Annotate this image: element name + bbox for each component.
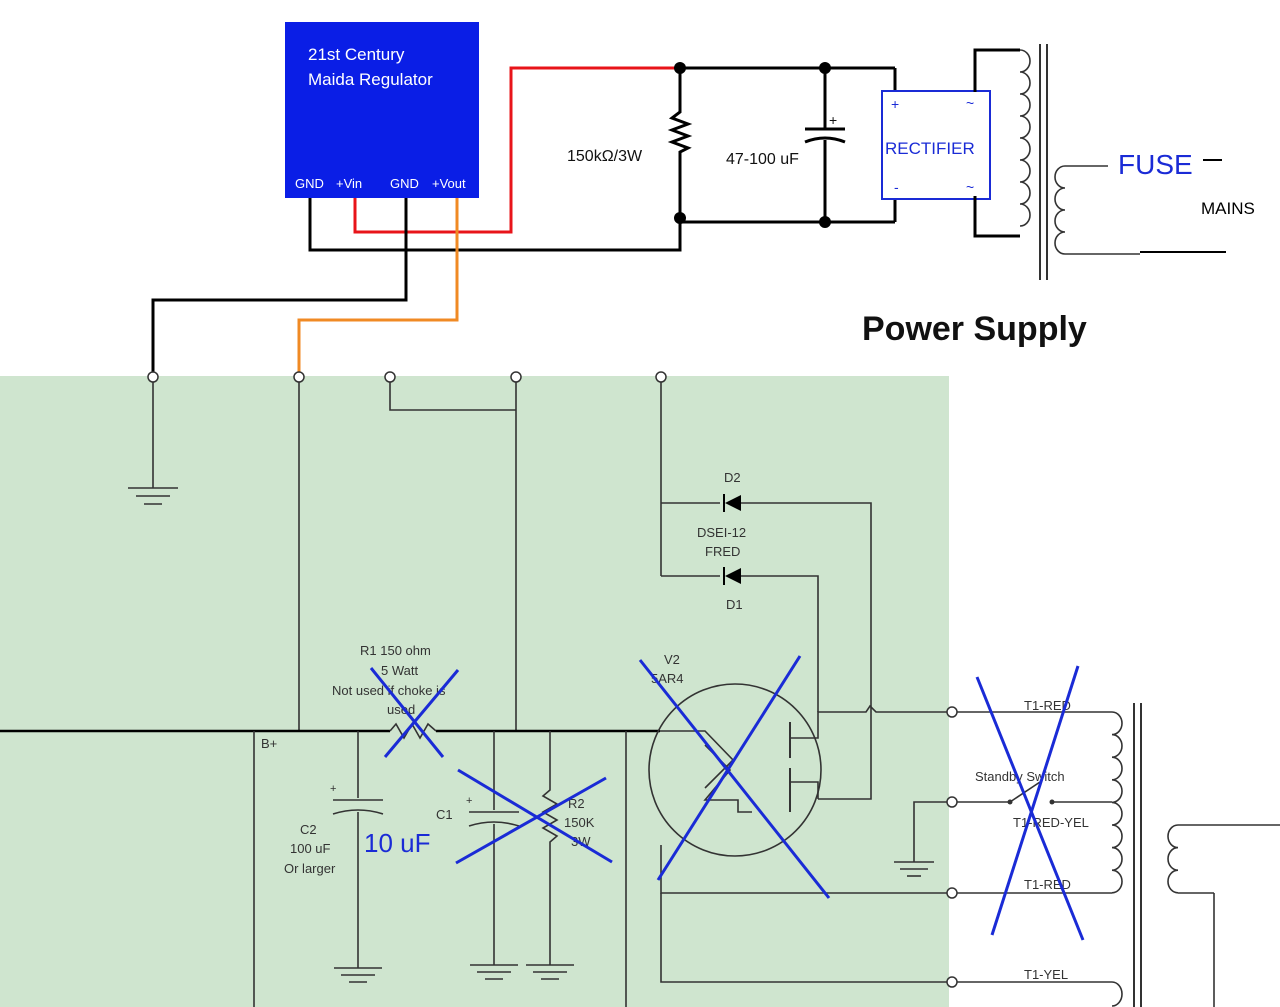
svg-text:+: +	[829, 112, 837, 128]
rectifier-plus: +	[891, 96, 899, 112]
regulator-pin-vout: +Vout	[432, 176, 466, 191]
shaded-circuit-area	[0, 376, 949, 1007]
diode-type-line1: DSEI-12	[697, 525, 746, 540]
d1-label: D1	[726, 597, 743, 612]
rectifier-minus: -	[894, 179, 899, 195]
regulator-title-line1: 21st Century	[308, 45, 405, 64]
c2-label-line1: C2	[300, 822, 317, 837]
power-transformer	[973, 44, 1226, 280]
t1-red-yel-label: T1-RED-YEL	[1013, 815, 1089, 830]
schematic-labels: B+ R1 150 ohm 5 Watt Not used if choke i…	[261, 470, 1089, 982]
bleeder-resistor	[667, 68, 693, 222]
rectifier-ac-2: ~	[966, 179, 974, 195]
r2-label-line2: 150K	[564, 815, 595, 830]
diode-type-line2: FRED	[705, 544, 740, 559]
junction-dot	[674, 62, 686, 74]
c2-label-line2: 100 uF	[290, 841, 331, 856]
d2-label: D2	[724, 470, 741, 485]
regulator-title-line2: Maida Regulator	[308, 70, 433, 89]
bplus-label: B+	[261, 736, 277, 751]
input-terminals	[147, 371, 667, 383]
c2-label-line3: Or larger	[284, 861, 336, 876]
r1-label-line2: 5 Watt	[381, 663, 418, 678]
filter-capacitor: +	[804, 68, 846, 222]
regulator-pin-vin: +Vin	[336, 176, 362, 191]
power-supply-heading: Power Supply	[862, 310, 1087, 348]
r2-label-line1: R2	[568, 796, 585, 811]
rectifier-label: RECTIFIER	[885, 139, 975, 158]
fuse-label: FUSE	[1118, 149, 1193, 180]
maida-regulator-block: 21st Century Maida Regulator GND +Vin GN…	[285, 22, 479, 198]
junction-dot	[819, 216, 831, 228]
mains-label: MAINS	[1201, 199, 1255, 218]
c1-label: C1	[436, 807, 453, 822]
rectifier-ac-1: ~	[966, 95, 974, 111]
rectifier-block: RECTIFIER + ~ - ~	[881, 90, 991, 200]
crossed-out-marks	[369, 655, 1085, 941]
filter-capacitor-label: 47-100 uF	[726, 151, 799, 168]
r1-label-line1: R1 150 ohm	[360, 643, 431, 658]
c2-note-label: 10 uF	[364, 828, 431, 858]
regulator-pin-gnd-1: GND	[295, 176, 324, 191]
junction-dot	[819, 62, 831, 74]
junction-dot	[674, 212, 686, 224]
t1-red-top-label: T1-RED	[1024, 698, 1071, 713]
t1-yel-label: T1-YEL	[1024, 967, 1068, 982]
bleeder-resistor-label: 150kΩ/3W	[567, 148, 643, 165]
svg-text:+: +	[466, 795, 472, 807]
schematic-wiring: + +	[0, 382, 1280, 1007]
svg-text:+: +	[330, 783, 336, 795]
regulator-wiring	[151, 66, 682, 375]
power-supply-section: 150kΩ/3W + 47-100 uF RECTIFIER + ~ - ~	[567, 44, 1255, 348]
v2-label-line1: V2	[664, 652, 680, 667]
regulator-pin-gnd-2: GND	[390, 176, 419, 191]
